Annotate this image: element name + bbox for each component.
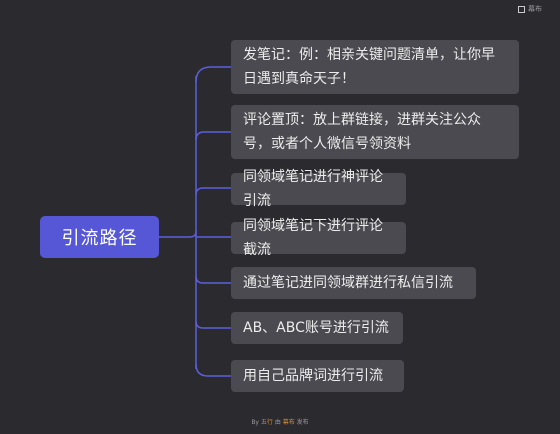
top-right-toolbar[interactable]: 幕布: [518, 4, 542, 14]
footer-author: 五行: [260, 419, 273, 426]
branch-node[interactable]: 评论置顶：放上群链接，进群关注公众号，或者个人微信号领资料: [231, 105, 519, 159]
branch-node[interactable]: AB、ABC账号进行引流: [231, 312, 403, 344]
root-node[interactable]: 引流路径: [40, 216, 159, 258]
footer-credit: By 五行 由 幕布 发布: [0, 417, 560, 426]
branch-node-label: AB、ABC账号进行引流: [243, 320, 389, 336]
footer-brand: 幕布: [282, 419, 295, 426]
footer-mid: 由: [272, 419, 283, 426]
branch-node[interactable]: 用自己品牌词进行引流: [231, 360, 404, 392]
connector-branch-3: [195, 187, 231, 196]
toolbar-label: 幕布: [528, 5, 542, 13]
branch-node[interactable]: 同领域笔记下进行评论截流: [231, 218, 406, 258]
branch-node[interactable]: 通过笔记进同领域群进行私信引流: [231, 267, 476, 299]
branch-node-label: 同领域笔记下进行评论截流: [243, 218, 383, 258]
connector-branch-1: [189, 66, 231, 238]
branch-node[interactable]: 同领域笔记进行神评论引流: [231, 169, 406, 209]
footer-prefix: By: [251, 419, 261, 426]
connector-branch-2: [195, 131, 231, 141]
branch-node-label: 评论置顶：放上群链接，进群关注公众号，或者个人微信号领资料: [243, 112, 481, 152]
root-node-label: 引流路径: [61, 228, 138, 249]
branch-node-label: 发笔记：例：相亲关键问题清单，让你早日遇到真命天子！: [243, 47, 495, 87]
branch-node-label: 用自己品牌词进行引流: [243, 368, 383, 384]
expand-icon[interactable]: [518, 5, 525, 13]
connector-branch-6: [195, 320, 231, 329]
branch-node[interactable]: 发笔记：例：相亲关键问题清单，让你早日遇到真命天子！: [231, 40, 519, 94]
connector-branch-5: [195, 275, 231, 284]
branch-node-label: 通过笔记进同领域群进行私信引流: [243, 275, 453, 291]
branch-node-label: 同领域笔记进行神评论引流: [243, 169, 383, 209]
footer-suffix: 发布: [294, 419, 309, 426]
connector-branch-7: [195, 363, 231, 377]
